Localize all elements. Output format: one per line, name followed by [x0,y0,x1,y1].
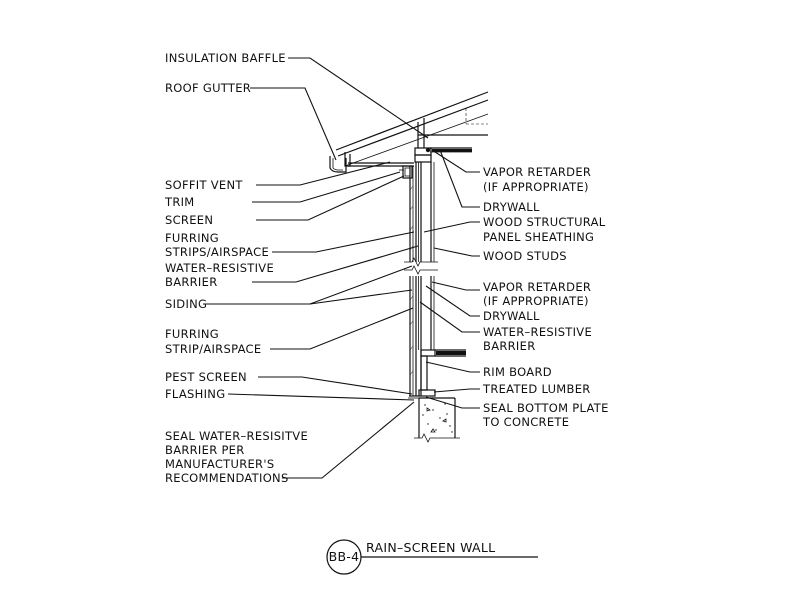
label-wrb-upper-line1: WATER–RESISTIVE [165,261,274,275]
label-vapor-retarder-lower-line2: (IF APPROPRIATE) [483,294,589,308]
detail-tag: BB-4 [329,549,360,564]
label-rim-board: RIM BOARD [483,365,552,379]
label-wrb-lower-line1: WATER–RESISTIVE [483,325,592,339]
label-seal-bottom-plate-line2: TO CONCRETE [482,415,569,429]
label-seal-wrb-line2: BARRIER PER [165,443,245,457]
label-flashing: FLASHING [165,387,225,401]
wall-upper [399,147,438,275]
label-roof-gutter: ROOF GUTTER [165,81,251,95]
label-vapor-retarder-lower-line1: VAPOR RETARDER [483,280,591,294]
roof-assembly [329,91,489,173]
label-siding: SIDING [165,297,207,311]
label-screen: SCREEN [165,213,213,227]
label-drywall-lower: DRYWALL [483,309,540,323]
label-seal-wrb-line4: RECOMMENDATIONS [165,471,289,485]
label-treated-lumber: TREATED LUMBER [482,382,591,396]
labels-right: VAPOR RETARDER (IF APPROPRIATE) DRYWALL … [482,165,609,429]
leaders-left [206,57,429,479]
label-wrb-upper-line2: BARRIER [165,275,218,289]
label-seal-wrb-line1: SEAL WATER–RESISITVE [165,429,308,443]
labels-left: INSULATION BAFFLE ROOF GUTTER SOFFIT VEN… [164,51,308,485]
label-wrb-lower-line2: BARRIER [483,339,536,353]
label-insulation-baffle: INSULATION BAFFLE [165,51,286,65]
title-block: BB-4 RAIN–SCREEN WALL [326,539,538,575]
label-wood-studs: WOOD STUDS [483,249,567,263]
label-furring-strips-line2: STRIPS/AIRSPACE [165,245,269,259]
label-wood-structural-line1: WOOD STRUCTURAL [483,215,606,229]
label-trim: TRIM [164,195,195,209]
detail-title: RAIN–SCREEN WALL [366,540,495,555]
label-vapor-retarder-upper-line1: VAPOR RETARDER [483,165,591,179]
label-wood-structural-line2: PANEL SHEATHING [483,230,594,244]
wall-lower [408,276,466,399]
label-seal-bottom-plate-line1: SEAL BOTTOM PLATE [483,401,609,415]
label-drywall-upper: DRYWALL [483,200,540,214]
label-seal-wrb-line3: MANUFACTURER'S [165,457,274,471]
label-furring-strip-line1: FURRING [165,327,219,341]
label-furring-strip-line2: STRIP/AIRSPACE [165,342,261,356]
label-furring-strips-line1: FURRING [165,231,219,245]
concrete-foundation [414,397,460,443]
label-vapor-retarder-upper-line2: (IF APPROPRIATE) [483,180,589,194]
leaders-right [419,149,480,409]
label-pest-screen: PEST SCREEN [165,370,247,384]
label-soffit-vent: SOFFIT VENT [165,178,243,192]
